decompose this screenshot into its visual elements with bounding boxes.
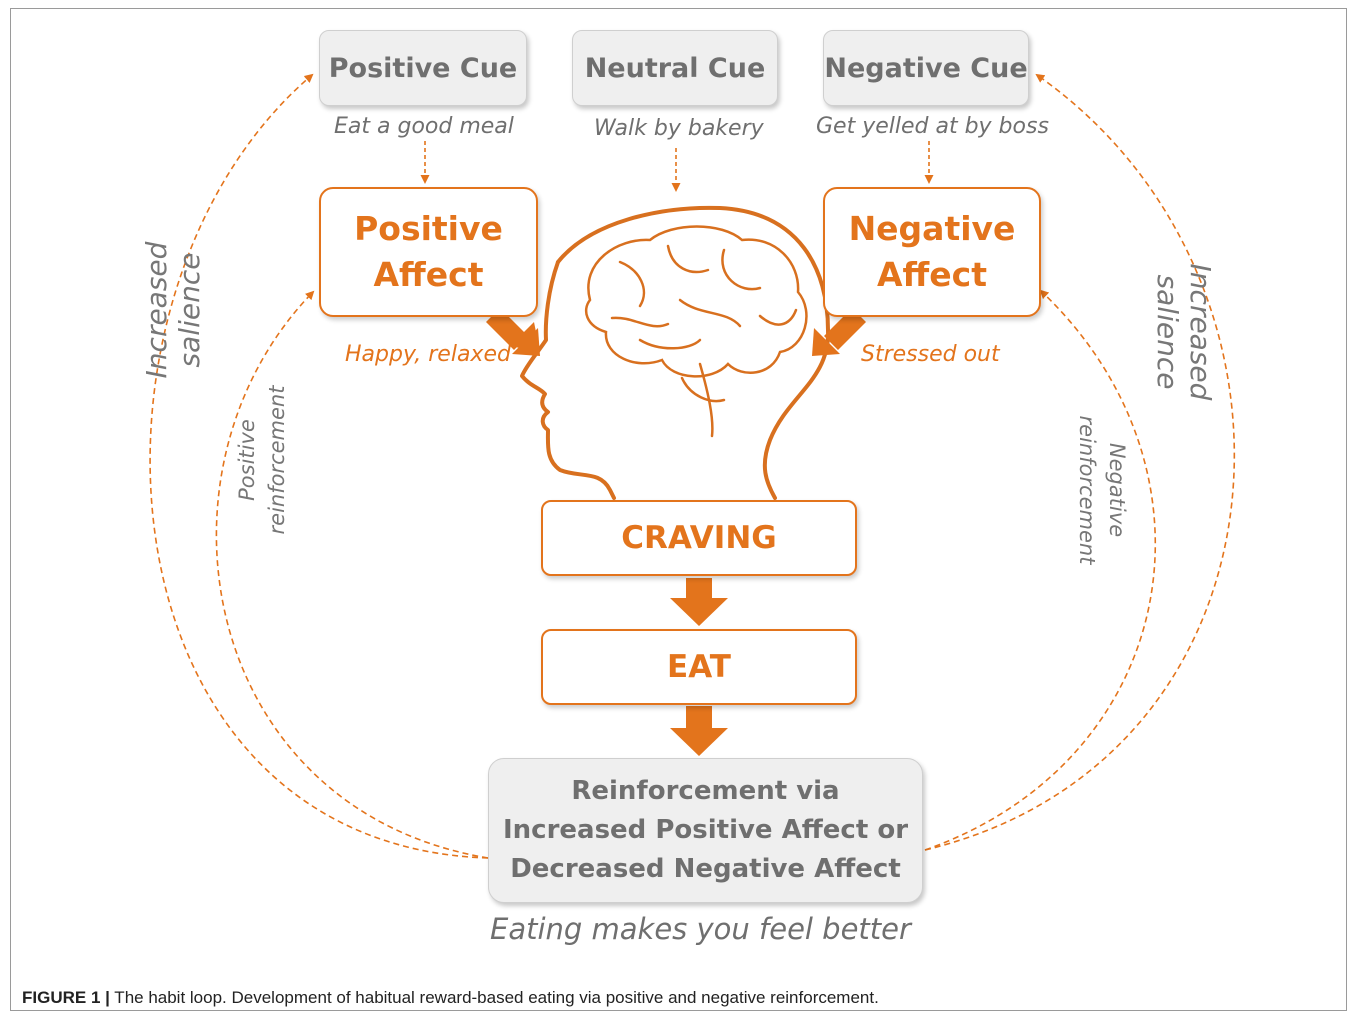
positive-cue-example: Eat a good meal: [334, 114, 514, 139]
arrow-negative-affect-to-brain-head: [812, 328, 840, 356]
reinforcement-box: Reinforcement via Increased Positive Aff…: [488, 758, 923, 903]
positive-affect-example: Happy, relaxed: [345, 342, 511, 367]
positive-affect-box: Positive Affect: [319, 187, 538, 317]
brain-icon: [585, 225, 808, 438]
negative-affect-example: Stressed out: [861, 342, 1000, 367]
positive-cue-box: Positive Cue: [319, 30, 527, 106]
neutral-cue-box: Neutral Cue: [572, 30, 778, 106]
negative-cue-box: Negative Cue: [823, 30, 1029, 106]
negative-cue-example: Get yelled at by boss: [816, 114, 1049, 139]
figure-caption: FIGURE 1 | The habit loop. Development o…: [22, 988, 879, 1008]
craving-box: CRAVING: [541, 500, 857, 576]
salience-left-label: Increased salience: [140, 241, 206, 379]
eat-box: EAT: [541, 629, 857, 705]
loop-positive-reinforcement: [215, 290, 489, 859]
outcome-text: Eating makes you feel better: [490, 912, 911, 946]
arrow-positive-affect-to-brain-head: [512, 328, 540, 356]
negative-reinforcement-label: Negative reinforcement: [1075, 415, 1129, 565]
positive-reinforcement-label: Positive reinforcement: [235, 385, 289, 535]
salience-right-label: Increased salience: [1151, 263, 1217, 401]
figure-frame: [10, 8, 1347, 1011]
loop-salience-left: [149, 73, 489, 859]
arrow-positive-affect-to-brain-body: [486, 308, 528, 350]
loop-salience-right: [924, 73, 1236, 851]
figure-caption-label: FIGURE 1 |: [22, 988, 110, 1007]
arrow-craving-to-eat: [670, 578, 728, 626]
arrow-eat-to-reinforcement: [670, 706, 728, 756]
figure-caption-text: The habit loop. Development of habitual …: [109, 988, 879, 1007]
arrow-negative-affect-to-brain-body: [824, 308, 866, 350]
negative-affect-box: Negative Affect: [823, 187, 1041, 317]
neutral-cue-example: Walk by bakery: [594, 116, 764, 141]
